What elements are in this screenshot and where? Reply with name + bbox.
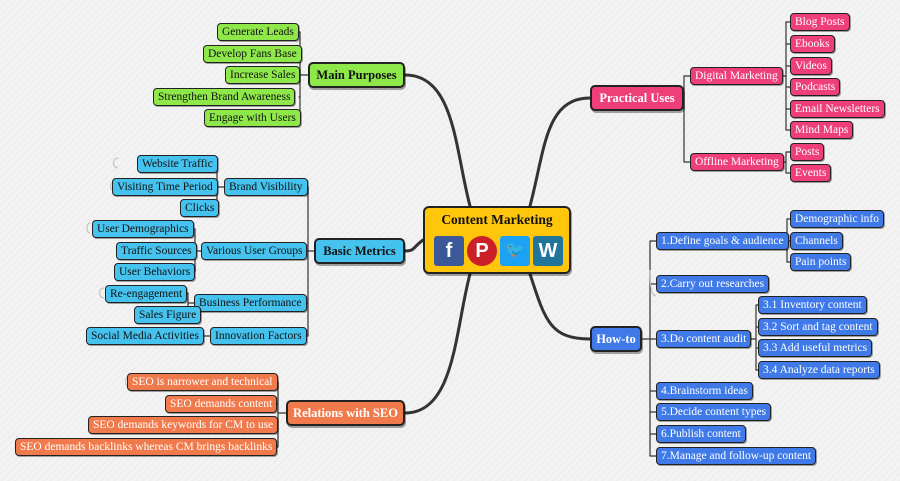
use-group[interactable]: Digital Marketing	[690, 67, 783, 85]
how-to-step[interactable]: 6.Publish content	[656, 425, 746, 443]
how-to-step[interactable]: 3.Do content audit	[656, 330, 752, 348]
trunk-how-to	[528, 272, 592, 341]
relations-seo-topic[interactable]: Relations with SEO	[286, 400, 405, 426]
twitter-icon: 🐦	[500, 236, 530, 266]
how-to-step[interactable]: 1.Define goals & audience	[656, 232, 789, 250]
trunk-basic-metrics	[403, 238, 425, 253]
how-to-subitem[interactable]: Demographic info	[790, 210, 884, 228]
seo-item[interactable]: SEO is narrower and technical	[127, 373, 278, 391]
how-to-subitem[interactable]: Channels	[790, 232, 843, 250]
metric-item[interactable]: User Behaviors	[114, 263, 196, 281]
seo-item[interactable]: SEO demands content	[165, 395, 278, 413]
metric-item[interactable]: Website Traffic	[137, 155, 218, 173]
purpose-item[interactable]: Strengthen Brand Awareness	[153, 88, 296, 106]
trunk-practical-uses	[528, 96, 592, 208]
practical-uses-topic[interactable]: Practical Uses	[590, 85, 684, 111]
how-to-step[interactable]: 5.Decide content types	[656, 403, 772, 421]
metric-group[interactable]: Business Performance	[194, 294, 307, 312]
wordpress-icon: W	[533, 236, 563, 266]
purpose-item[interactable]: Increase Sales	[225, 66, 301, 84]
use-item[interactable]: Videos	[790, 57, 832, 75]
purpose-item[interactable]: Develop Fans Base	[203, 45, 302, 63]
how-to-topic[interactable]: How-to	[590, 326, 642, 352]
how-to-step[interactable]: 7.Manage and follow-up content	[656, 447, 817, 465]
how-to-subitem[interactable]: 3.4 Analyze data reports	[758, 361, 880, 379]
trunk-relations-seo	[403, 272, 472, 415]
metric-group[interactable]: Brand Visibility	[224, 178, 308, 196]
metric-item[interactable]: Re-engagement	[105, 285, 188, 303]
how-to-subitem[interactable]: Pain points	[790, 253, 852, 271]
metric-item[interactable]: User Demographics	[92, 220, 194, 238]
how-to-subitem[interactable]: 3.3 Add useful metrics	[758, 339, 873, 357]
use-group[interactable]: Offline Marketing	[690, 153, 784, 171]
seo-item[interactable]: SEO demands keywords for CM to use	[88, 416, 279, 434]
central-topic-title: Content Marketing	[441, 212, 553, 227]
how-to-step[interactable]: 4.Brainstorm ideas	[656, 382, 753, 400]
use-item[interactable]: Posts	[790, 143, 825, 161]
seo-item[interactable]: SEO demands backlinks whereas CM brings …	[15, 438, 278, 456]
use-item[interactable]: Ebooks	[790, 35, 835, 53]
use-item[interactable]: Mind Maps	[790, 121, 854, 139]
metric-item[interactable]: Clicks	[180, 199, 220, 217]
metric-group[interactable]: Innovation Factors	[210, 327, 307, 345]
metric-item[interactable]: Visiting Time Period	[112, 178, 218, 196]
pinterest-icon: P	[467, 236, 497, 266]
purpose-item[interactable]: Engage with Users	[204, 109, 301, 127]
metric-item[interactable]: Traffic Sources	[116, 242, 197, 260]
metric-item[interactable]: Social Media Activities	[86, 327, 204, 345]
metric-group[interactable]: Various User Groups	[201, 242, 308, 260]
main-purposes-topic[interactable]: Main Purposes	[308, 62, 405, 88]
use-item[interactable]: Events	[790, 164, 832, 182]
how-to-step[interactable]: 2.Carry out researches	[656, 275, 770, 293]
trunk-main-purposes	[403, 73, 472, 208]
purpose-item[interactable]: Generate Leads	[217, 23, 299, 41]
central-topic[interactable]: Content Marketing f P 🐦 W	[423, 206, 571, 274]
use-item[interactable]: Blog Posts	[790, 13, 850, 31]
basic-metrics-topic[interactable]: Basic Metrics	[314, 238, 405, 264]
use-item[interactable]: Podcasts	[790, 78, 841, 96]
how-to-subitem[interactable]: 3.1 Inventory content	[758, 296, 867, 314]
metric-item[interactable]: Sales Figure	[134, 306, 202, 324]
facebook-icon: f	[434, 236, 464, 266]
how-to-subitem[interactable]: 3.2 Sort and tag content	[758, 318, 878, 336]
use-item[interactable]: Email Newsletters	[790, 100, 885, 118]
